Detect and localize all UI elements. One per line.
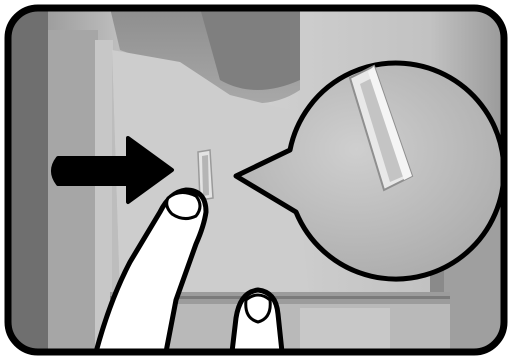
instruction-illustration xyxy=(0,0,512,360)
illustration-canvas xyxy=(0,0,512,360)
